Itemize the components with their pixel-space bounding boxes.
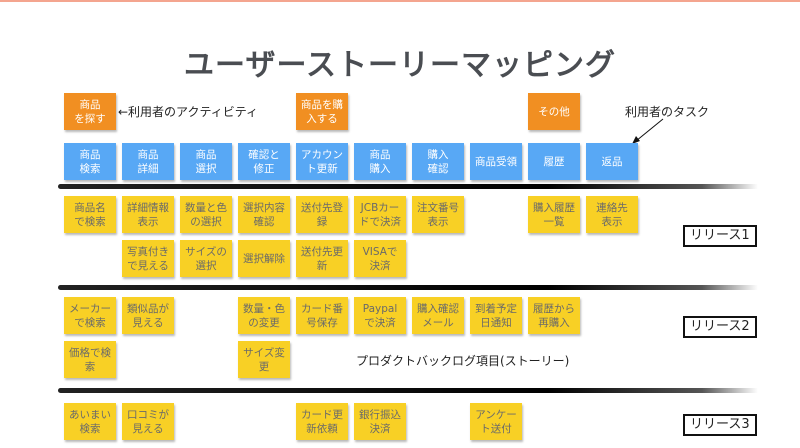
task-card[interactable]: 商品受領 [470, 143, 522, 180]
activity-card[interactable]: 商品を購 入する [296, 93, 348, 130]
task-card[interactable]: 商品 購入 [354, 143, 406, 180]
release-divider [58, 285, 758, 290]
story-card[interactable]: 数量・色 の変更 [238, 297, 290, 334]
story-card[interactable]: Paypal で決済 [354, 297, 406, 334]
story-card[interactable]: VISAで 決済 [354, 240, 406, 277]
story-card[interactable]: 商品名 で検索 [64, 196, 116, 233]
page-title: ユーザーストーリーマッピング [184, 48, 616, 83]
task-card[interactable]: アカウン ト更新 [296, 143, 348, 180]
release-divider [58, 184, 758, 189]
story-card[interactable]: サイズ変 更 [238, 341, 290, 378]
story-card[interactable]: あいまい 検索 [64, 403, 116, 440]
story-card[interactable]: サイズの 選択 [180, 240, 232, 277]
arrow-icon [632, 118, 664, 144]
task-annotation: 利用者のタスク [625, 105, 710, 119]
release-label: リリース2 [683, 316, 757, 338]
story-card[interactable]: 購入履歴 一覧 [528, 196, 580, 233]
story-card[interactable]: 口コミが 見える [122, 403, 174, 440]
story-card[interactable]: メーカー で検索 [64, 297, 116, 334]
story-card[interactable]: 連絡先 表示 [586, 196, 638, 233]
task-card[interactable]: 商品 詳細 [122, 143, 174, 180]
story-card[interactable]: 購入確認 メール [412, 297, 464, 334]
story-card[interactable]: JCBカー ドで決済 [354, 196, 406, 233]
story-card[interactable]: 詳細情報 表示 [122, 196, 174, 233]
story-card[interactable]: 選択内容 確認 [238, 196, 290, 233]
task-card[interactable]: 商品 検索 [64, 143, 116, 180]
release-label: リリース1 [683, 225, 757, 247]
release-label: リリース3 [683, 414, 757, 436]
task-card[interactable]: 購入 確認 [412, 143, 464, 180]
story-card[interactable]: カード更 新依頼 [296, 403, 348, 440]
task-card[interactable]: 履歴 [528, 143, 580, 180]
task-card[interactable]: 返品 [586, 143, 638, 180]
story-card[interactable]: 銀行振込 決済 [354, 403, 406, 440]
story-card[interactable]: 到着予定 日通知 [470, 297, 522, 334]
task-card[interactable]: 商品 選択 [180, 143, 232, 180]
activity-card[interactable]: その他 [528, 93, 580, 130]
story-card[interactable]: 写真付き で見える [122, 240, 174, 277]
story-card[interactable]: アンケー ト送付 [470, 403, 522, 440]
release-divider [58, 388, 758, 393]
activity-annotation: ←利用者のアクティビティ [118, 105, 259, 119]
story-card[interactable]: 履歴から 再購入 [528, 297, 580, 334]
story-card[interactable]: 注文番号 表示 [412, 196, 464, 233]
story-card[interactable]: 選択解除 [238, 240, 290, 277]
story-card[interactable]: 送付先登 録 [296, 196, 348, 233]
story-card[interactable]: 数量と色 の選択 [180, 196, 232, 233]
story-card[interactable]: 類似品が 見える [122, 297, 174, 334]
activity-card[interactable]: 商品 を探す [64, 93, 116, 130]
story-card[interactable]: カード番 号保存 [296, 297, 348, 334]
task-card[interactable]: 確認と 修正 [238, 143, 290, 180]
backlog-annotation: プロダクトバックログ項目(ストーリー) [356, 354, 570, 368]
story-card[interactable]: 価格で検 索 [64, 341, 116, 378]
top-accent-bar [0, 0, 800, 2]
story-card[interactable]: 送付先更 新 [296, 240, 348, 277]
